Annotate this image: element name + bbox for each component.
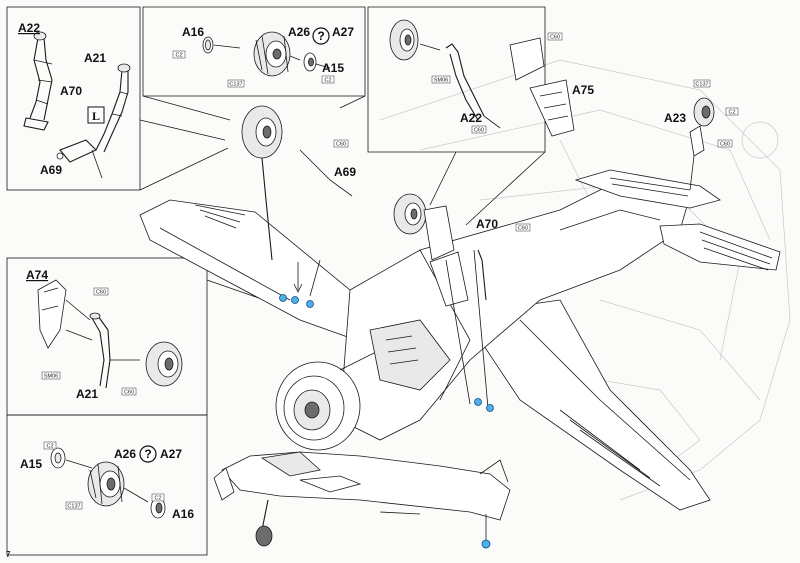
choice-symbol: ? xyxy=(317,29,324,43)
attach-point-4 xyxy=(474,398,482,406)
ref-sm06-a: SM06 xyxy=(434,78,448,84)
label-a70: A70 xyxy=(60,84,82,98)
ref-c60-e: C60 xyxy=(336,142,346,148)
choice-question-circle xyxy=(312,27,330,45)
ref-c60-g: C60 xyxy=(720,142,730,148)
ref-c60-f: C60 xyxy=(518,226,528,232)
label-a27-lower: A27 xyxy=(160,447,182,461)
label-a74: A74 xyxy=(26,268,48,282)
inset-top-middle: ? A16 A26 A27 A15 C2 C137 C2 xyxy=(172,25,354,88)
label-a21: A21 xyxy=(84,51,106,65)
ref-c2-c: C2 xyxy=(46,444,53,450)
label-a22: A22 xyxy=(18,21,40,35)
aircraft-side-view xyxy=(213,451,511,549)
choice-question-circle-2 xyxy=(139,445,157,463)
tailwheel-highlight xyxy=(481,539,491,549)
label-a70-main: A70 xyxy=(476,217,498,231)
ref-c60-c: C60 xyxy=(96,290,106,296)
ref-c137-c: C137 xyxy=(695,82,708,88)
ref-sm06-b: SM06 xyxy=(44,374,58,380)
ref-c137-b: C137 xyxy=(67,504,80,510)
label-a16: A16 xyxy=(182,25,204,39)
inset-frames xyxy=(6,6,546,556)
aircraft-underside: A69 A70 A23 C60 C60 C137 C2 C60 xyxy=(139,79,781,511)
label-a23: A23 xyxy=(664,111,686,125)
label-a27: A27 xyxy=(332,25,354,39)
attach-point-5 xyxy=(486,404,494,412)
inset-bottom-left: ? A15 A26 A27 A16 C2 C137 C2 xyxy=(20,441,194,521)
label-a75: A75 xyxy=(572,83,594,97)
ref-c2-a: C2 xyxy=(175,53,182,59)
ref-c2-e: C2 xyxy=(728,110,735,116)
page-number: 7 xyxy=(6,550,11,559)
label-a26-lower: A26 xyxy=(114,447,136,461)
label-a21-lower: A21 xyxy=(76,387,98,401)
ref-c2-d: C2 xyxy=(154,496,161,502)
label-a22-main: A22 xyxy=(460,111,482,125)
choice-symbol-2: ? xyxy=(144,447,151,461)
inset-middle-left: A74 A21 C60 SM06 C60 xyxy=(26,268,183,401)
label-a26: A26 xyxy=(288,25,310,39)
inset-top-right: A75 A22 C60 SM06 C60 xyxy=(389,19,594,137)
attach-point-2 xyxy=(291,296,299,304)
attach-point-1 xyxy=(279,294,287,302)
label-a69-main: A69 xyxy=(334,165,356,179)
ref-c137-a: C137 xyxy=(229,82,242,88)
label-a15-lower: A15 xyxy=(20,457,42,471)
ghost-background-drawing xyxy=(379,59,791,501)
label-a15: A15 xyxy=(322,61,344,75)
label-a16-lower: A16 xyxy=(172,507,194,521)
side-badge-L: L xyxy=(92,109,100,123)
inset-top-left: L A22 A21 A70 A69 xyxy=(18,21,131,179)
ref-c2-b: C2 xyxy=(324,78,331,84)
ref-c60-a: C60 xyxy=(550,35,560,41)
attach-point-3 xyxy=(306,300,314,308)
label-a69: A69 xyxy=(40,163,62,177)
ref-c60-b: C60 xyxy=(474,128,484,134)
ref-c60-d: C60 xyxy=(124,390,134,396)
